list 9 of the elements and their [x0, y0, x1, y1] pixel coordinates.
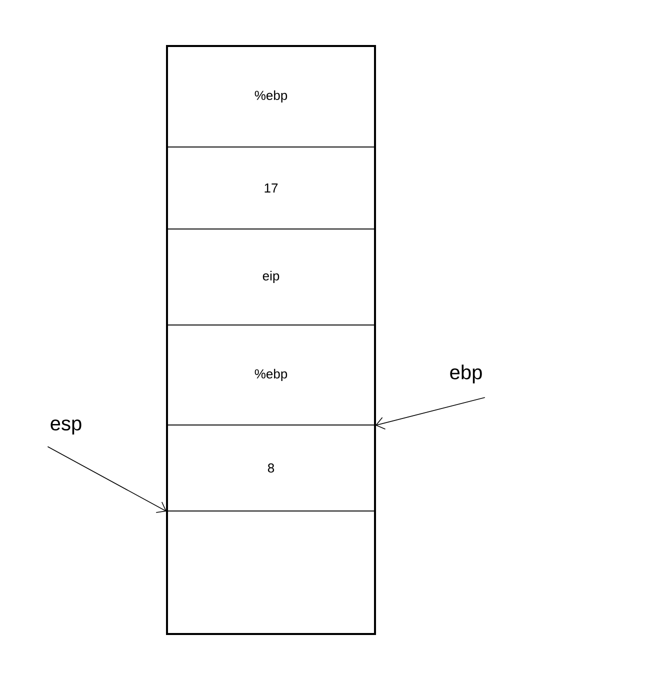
stack-cell: %ebp [166, 324, 376, 426]
stack-cell: eip [166, 228, 376, 326]
arrow [375, 397, 486, 430]
register-label: esp [50, 420, 82, 434]
node-label: %ebp [254, 90, 288, 103]
register-label: ebp [450, 364, 482, 384]
stack-cell: 8 [166, 424, 376, 512]
stack-cell: 17 [166, 146, 376, 230]
arrow [47, 446, 167, 513]
